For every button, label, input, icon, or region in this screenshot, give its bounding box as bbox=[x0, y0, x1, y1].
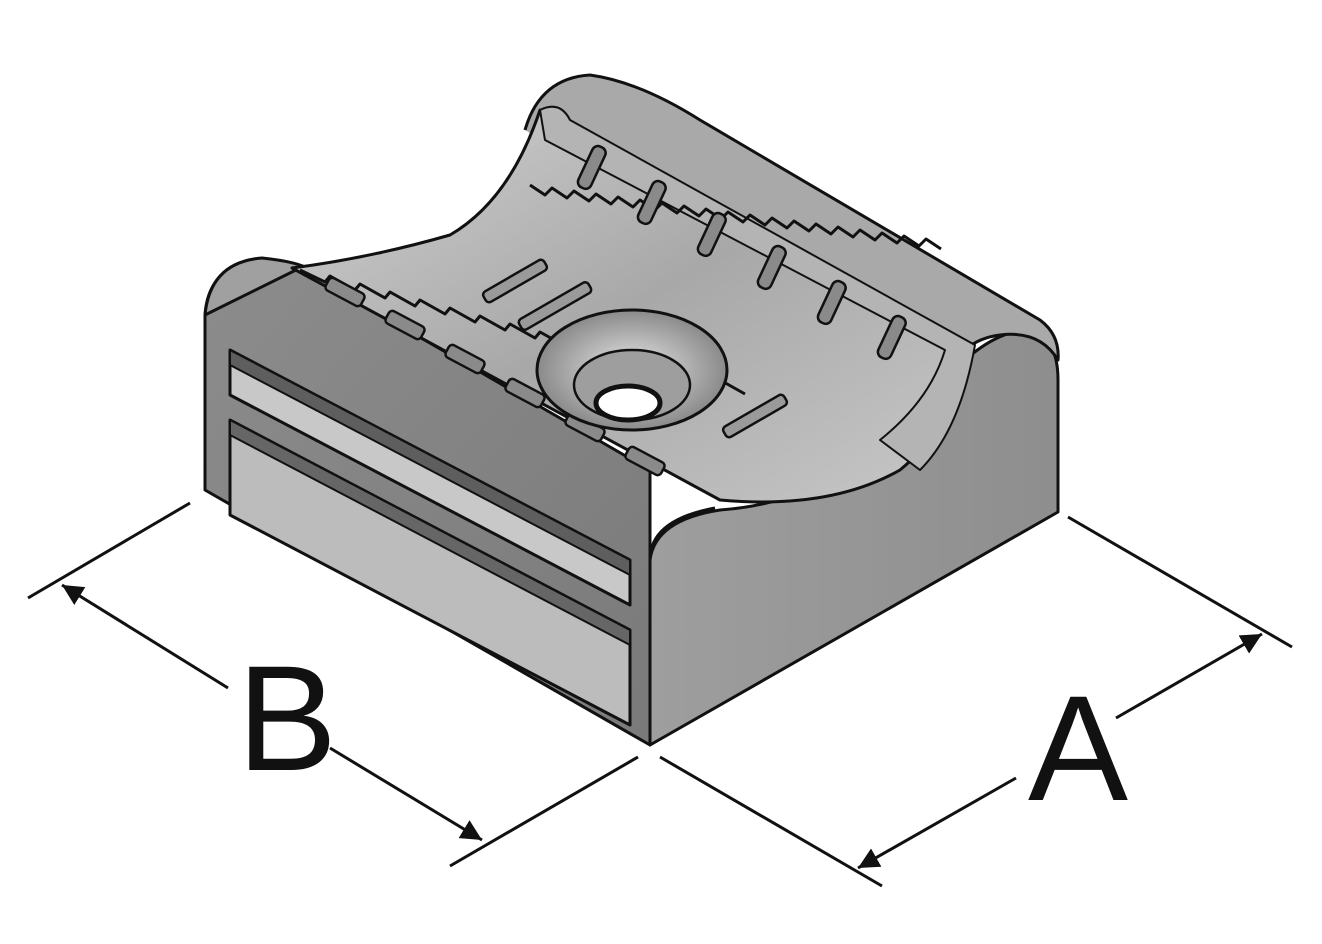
dimension-b bbox=[27, 501, 639, 868]
dimension-b-line-lower bbox=[329, 746, 483, 842]
dimension-a-line-upper bbox=[1115, 632, 1263, 720]
rear-lip bbox=[523, 73, 1060, 381]
dimension-a-label: A bbox=[1028, 664, 1128, 832]
rear-teeth bbox=[529, 183, 942, 251]
rear-ribs bbox=[576, 144, 907, 361]
front-right-edge bbox=[648, 506, 716, 745]
dimension-a-line-lower bbox=[857, 776, 1017, 870]
floor-ribs bbox=[481, 258, 789, 439]
dimension-a-extension-right bbox=[1067, 515, 1293, 649]
lower-slot-shadow bbox=[229, 419, 631, 646]
saddle-rear-wall bbox=[539, 105, 976, 471]
upper-slot-shadow bbox=[229, 349, 631, 576]
dimension-b-line-upper bbox=[61, 583, 229, 690]
dimension-b-extension-left bbox=[27, 501, 191, 600]
mounting-hole bbox=[593, 383, 663, 423]
dimension-b-extension-right bbox=[449, 755, 639, 868]
dimension-b-label: B bbox=[237, 634, 337, 802]
front-ribs bbox=[324, 276, 666, 477]
dimension-a bbox=[659, 515, 1293, 888]
cable-tie-mount-icon bbox=[203, 73, 1060, 747]
dimension-a-extension-left bbox=[659, 755, 883, 888]
